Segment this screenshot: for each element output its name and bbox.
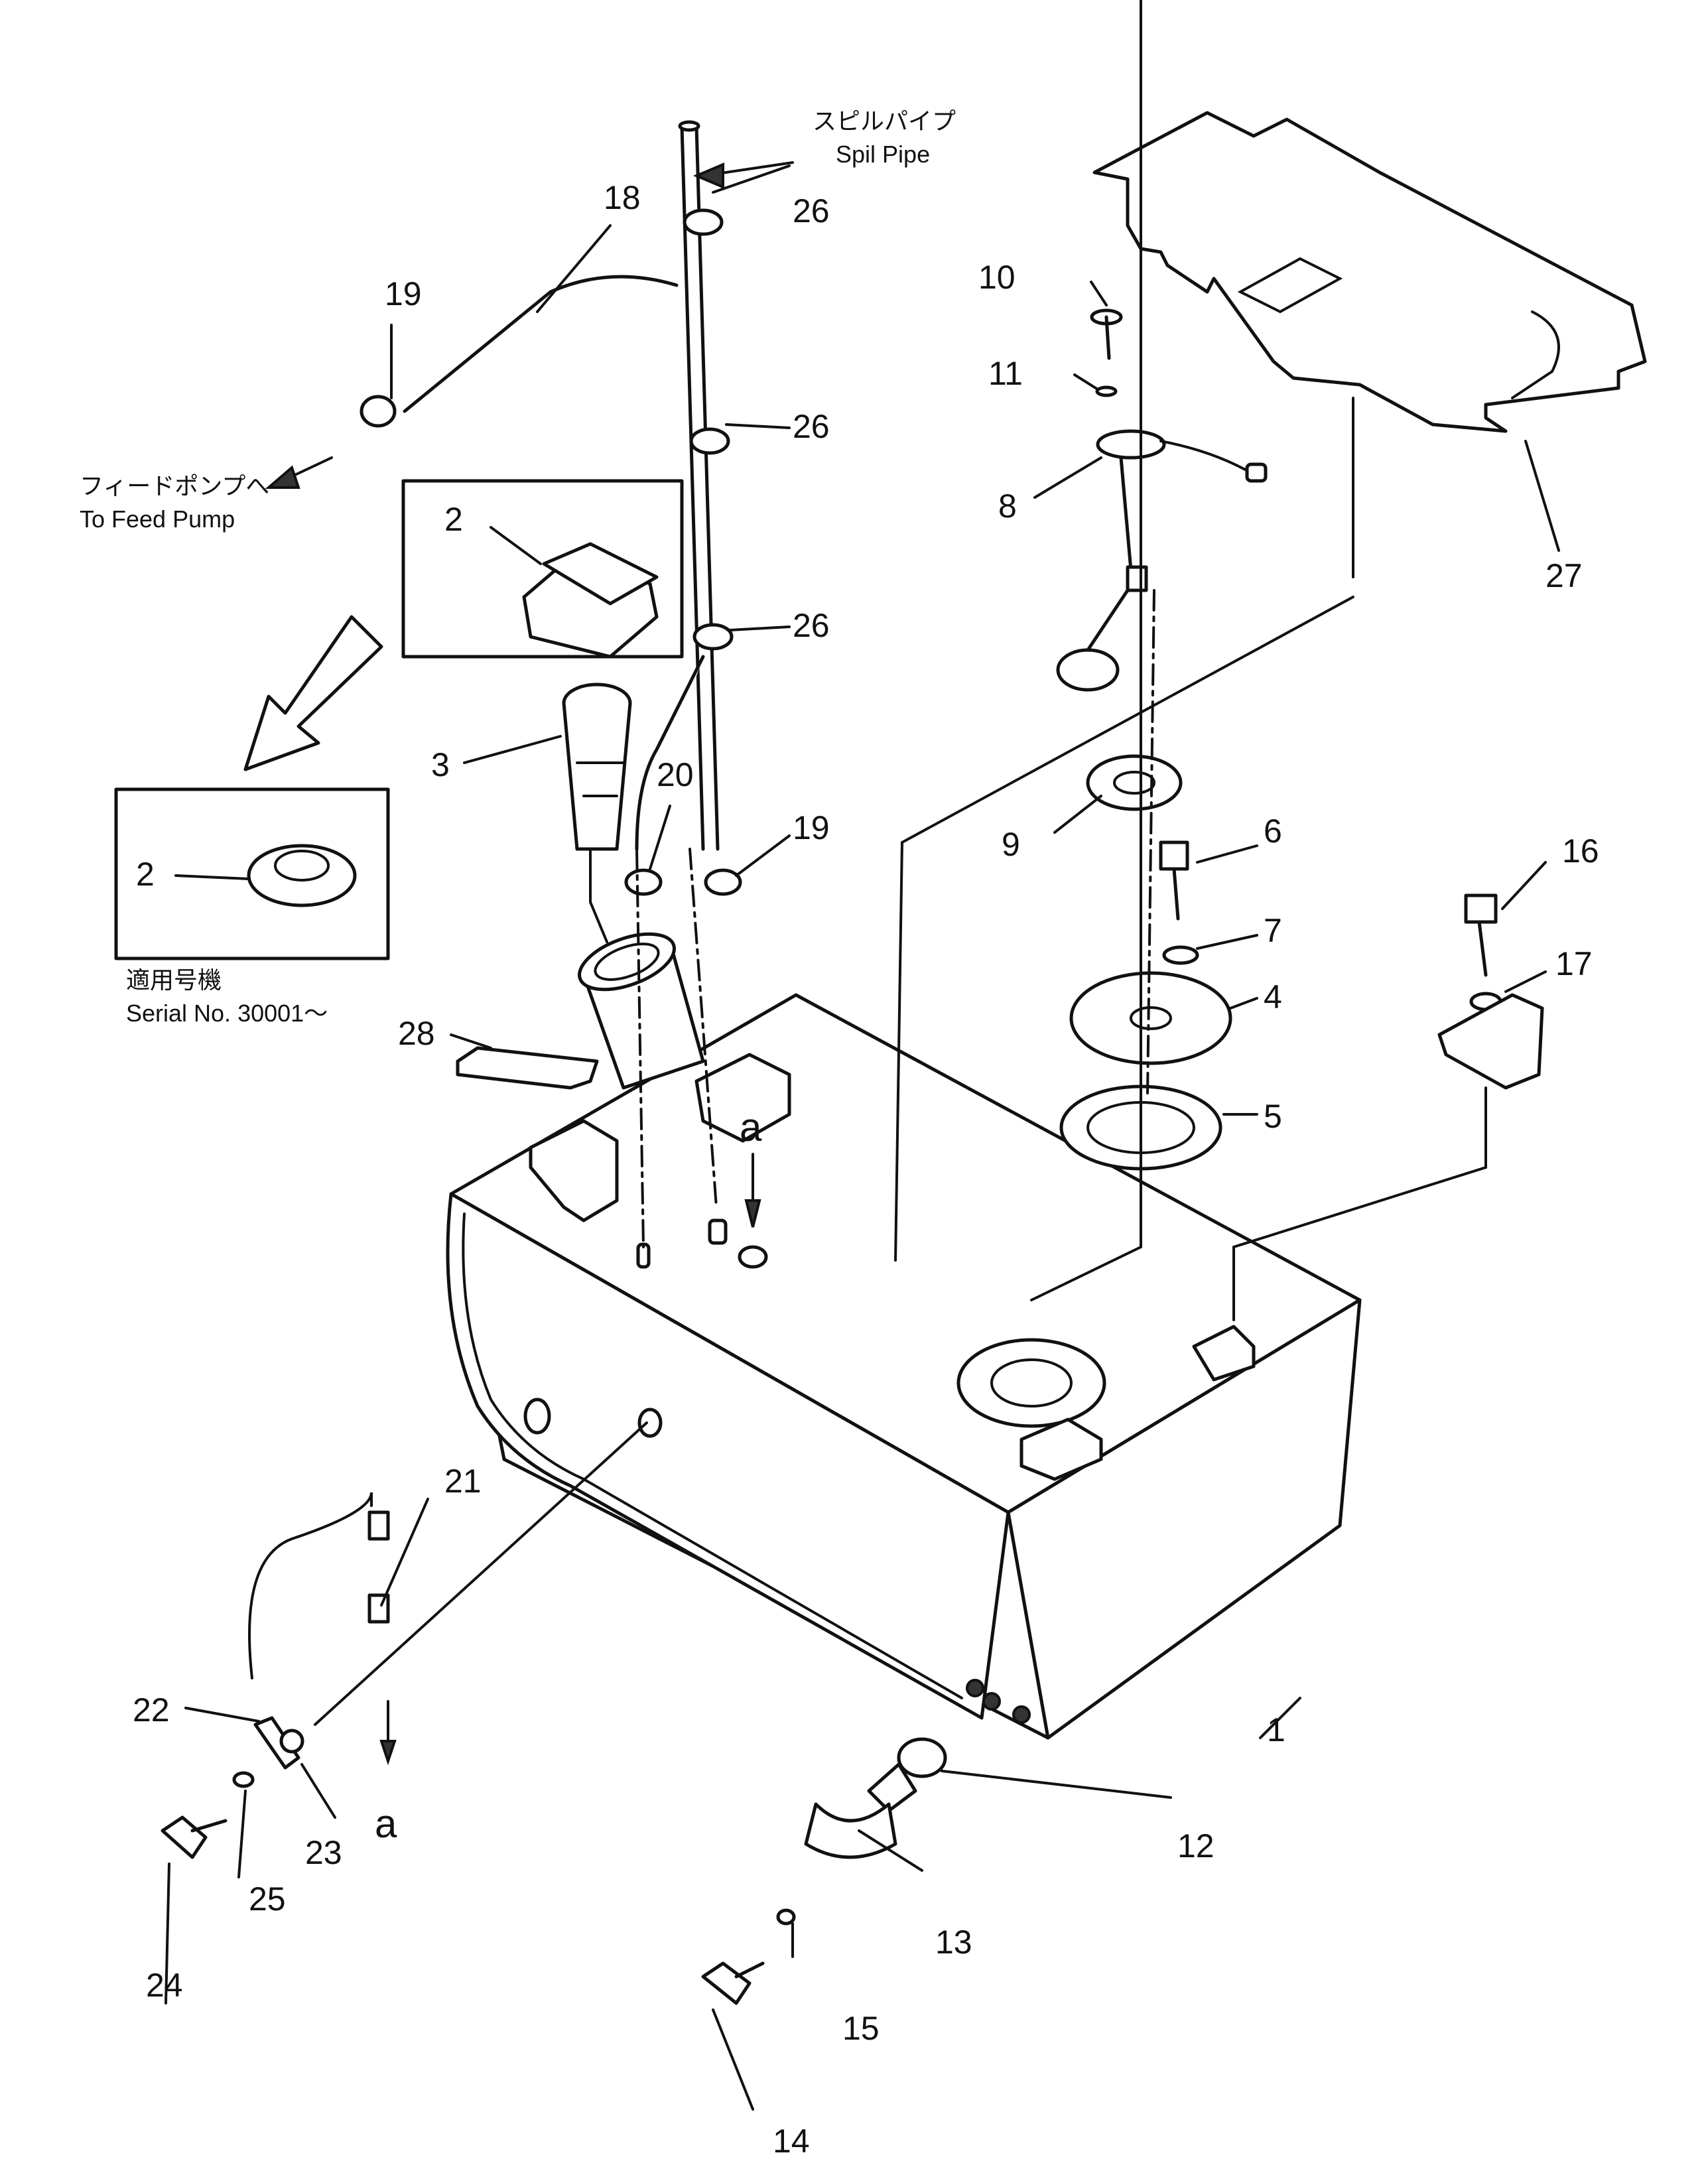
annotations: スピルパイプ Spil Pipe フィードポンプへ To Feed Pump 適… <box>80 107 956 1846</box>
callout-26-low: 26 <box>793 607 830 644</box>
strainer <box>562 683 632 851</box>
callout-19-pipe: 19 <box>793 809 830 846</box>
callout-22: 22 <box>133 1691 170 1729</box>
callout-25: 25 <box>249 1880 286 1918</box>
callout-8: 8 <box>998 488 1017 525</box>
drain-parts <box>161 1492 947 2005</box>
callout-24: 24 <box>146 1967 183 2004</box>
callout-2-cap: 2 <box>444 501 463 538</box>
cover-plate <box>1092 111 1647 433</box>
view-arrow <box>243 615 383 771</box>
callout-28: 28 <box>398 1015 435 1052</box>
leader-lines <box>164 0 1560 2111</box>
callout-20: 20 <box>657 756 694 793</box>
callout-1: 1 <box>1267 1711 1285 1748</box>
callout-5: 5 <box>1264 1098 1282 1135</box>
fuel-tank <box>446 932 1362 1740</box>
callout-27: 27 <box>1545 557 1583 594</box>
spill-pipe <box>360 120 742 896</box>
cap-alt-inset-box <box>114 787 390 960</box>
callout-26-top: 26 <box>793 192 830 229</box>
callout-19-hose: 19 <box>385 275 422 312</box>
feed-pump-jp-label: フィードポンプへ <box>80 472 269 499</box>
serial-jp-label: 適用号機 <box>126 966 222 994</box>
feed-pump-en-label: To Feed Pump <box>80 505 235 533</box>
callout-labels: 1 2 2 3 4 5 6 7 8 9 10 11 12 13 14 15 16… <box>133 179 1599 2160</box>
callout-18: 18 <box>604 179 641 216</box>
callout-9: 9 <box>1002 826 1020 863</box>
callout-13: 13 <box>935 1924 972 1961</box>
callout-3: 3 <box>431 746 450 783</box>
fuel-gauge-sender <box>1056 429 1268 692</box>
callout-17: 17 <box>1555 945 1593 982</box>
cap-inset-box <box>401 479 684 659</box>
callout-11: 11 <box>988 355 1023 392</box>
view-a-bottom-label: a <box>375 1802 397 1846</box>
callout-14: 14 <box>773 2123 810 2160</box>
callout-23: 23 <box>305 1834 342 1871</box>
callout-16: 16 <box>1562 832 1599 870</box>
callout-15: 15 <box>842 2010 880 2047</box>
callout-21: 21 <box>444 1463 482 1500</box>
view-a-top-label: a <box>740 1105 762 1149</box>
serial-en-label: Serial No. 30001～ <box>126 1000 328 1027</box>
callout-26-mid: 26 <box>793 408 830 445</box>
callout-10: 10 <box>978 259 1016 296</box>
small-parts <box>456 308 1544 1171</box>
callout-6: 6 <box>1264 813 1282 850</box>
callout-2-alt: 2 <box>136 856 155 893</box>
spill-pipe-jp-label: スピルパイプ <box>813 107 956 135</box>
spill-pipe-en-label: Spil Pipe <box>836 141 930 168</box>
callout-7: 7 <box>1264 912 1282 949</box>
callout-12: 12 <box>1177 1827 1215 1865</box>
callout-4: 4 <box>1264 978 1282 1016</box>
